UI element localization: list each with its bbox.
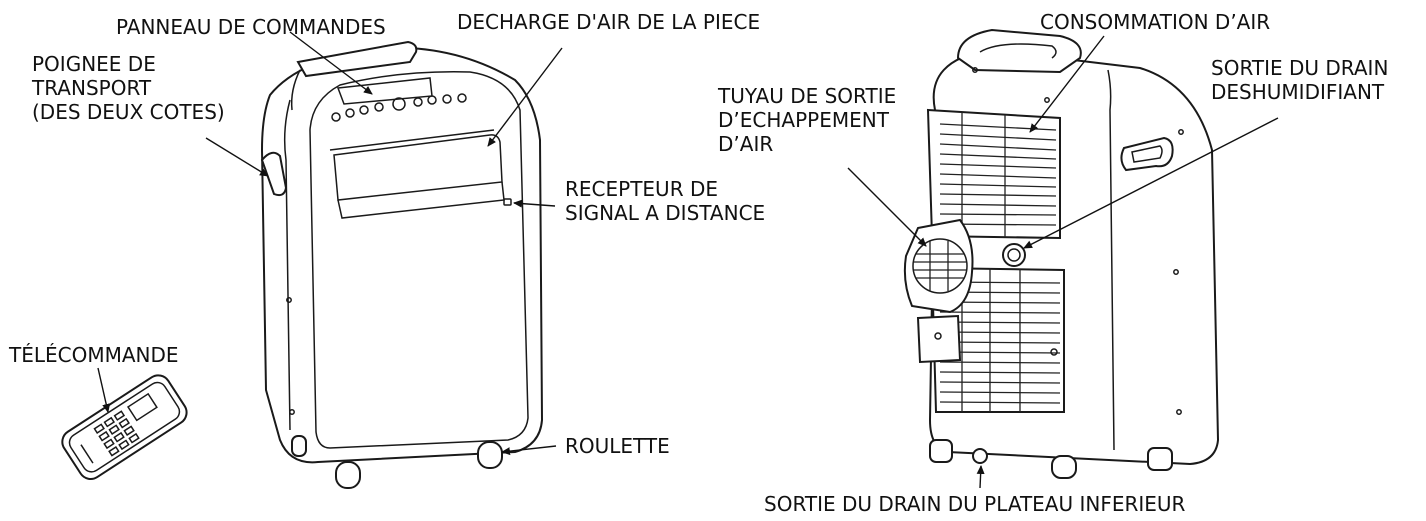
leader-room-air-discharge xyxy=(487,47,563,147)
remote-receiver xyxy=(503,198,512,206)
label-dehumidifier-drain: SORTIE DU DRAIN DESHUMIDIFIANT xyxy=(1211,56,1389,104)
top-handle xyxy=(296,40,418,78)
label-control-panel: PANNEAU DE COMMANDES xyxy=(116,15,386,39)
leader-remote-receiver xyxy=(513,199,556,208)
back-casters xyxy=(929,439,1173,479)
side-handle xyxy=(260,151,288,197)
remote-control-illustration xyxy=(61,374,188,480)
label-carry-handle: POIGNEE DE TRANSPORT (DES DEUX COTES) xyxy=(32,52,225,124)
label-room-air-discharge: DECHARGE D'AIR DE LA PIECE xyxy=(457,10,761,34)
air-discharge-louver xyxy=(333,134,503,201)
front-casters xyxy=(291,435,503,489)
leader-exhaust-outlet xyxy=(847,167,927,247)
control-buttons xyxy=(331,93,467,122)
leader-bottom-tray-drain xyxy=(976,465,985,489)
leader-remote-control xyxy=(97,367,111,413)
leader-air-intake xyxy=(1029,35,1105,133)
label-caster: ROULETTE xyxy=(565,434,670,458)
leader-dehumidifier-drain xyxy=(1023,117,1279,249)
label-air-intake: CONSOMMATION D’AIR xyxy=(1040,10,1271,34)
label-remote-receiver: RECEPTEUR DE SIGNAL A DISTANCE xyxy=(565,177,766,225)
label-exhaust-outlet: TUYAU DE SORTIE D’ECHAPPEMENT D’AIR xyxy=(718,84,897,156)
dehumidifier-drain-port xyxy=(1002,243,1026,267)
exhaust-outlet-frame xyxy=(903,218,974,314)
leader-carry-handle xyxy=(205,137,269,177)
leader-caster xyxy=(501,445,557,456)
leader-lines xyxy=(97,31,1279,489)
label-remote-control: TÉLÉCOMMANDE xyxy=(9,343,179,367)
leader-control-panel xyxy=(289,31,373,95)
front-unit xyxy=(260,40,544,489)
label-bottom-tray-drain: SORTIE DU DRAIN DU PLATEAU INFERIEUR xyxy=(764,492,1186,516)
back-unit xyxy=(903,28,1220,479)
bottom-tray-drain-port xyxy=(972,448,988,464)
front-panel xyxy=(309,71,529,449)
